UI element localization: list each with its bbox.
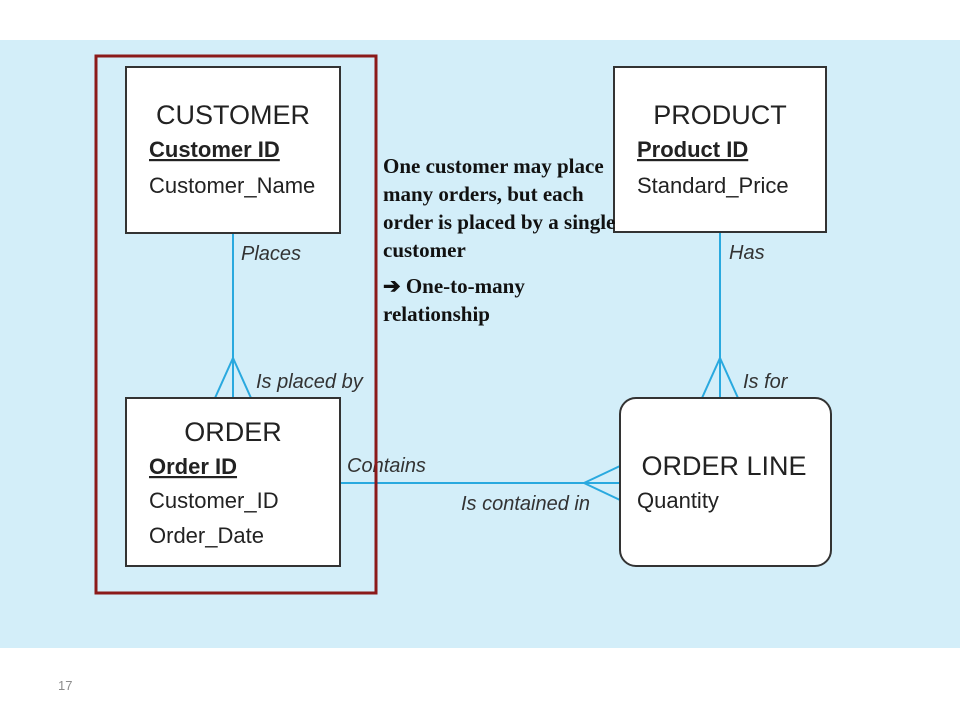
customer-box <box>125 66 341 234</box>
label-is-placed-by: Is placed by <box>256 371 364 393</box>
crowfoot-orderline-left <box>701 357 721 399</box>
customer-attribute: Customer_Name <box>149 173 315 198</box>
label-has: Has <box>729 242 765 264</box>
product-key: Product ID <box>637 137 748 162</box>
order-line-title: ORDER LINE <box>641 451 806 481</box>
connectors <box>214 232 739 501</box>
crowfoot-order-right <box>232 357 252 399</box>
annotation-text: One customer may place many orders, but … <box>383 154 616 262</box>
customer-entity[interactable]: CUSTOMER Customer ID Customer_Name <box>125 66 341 234</box>
order-line-box <box>619 397 832 567</box>
slide-top-band <box>0 0 960 40</box>
product-attribute: Standard_Price <box>637 173 789 198</box>
order-box <box>125 397 341 567</box>
order-title: ORDER <box>184 417 282 447</box>
crowfoot-orderline-right <box>719 357 739 399</box>
page-number: 17 <box>58 678 73 693</box>
label-is-contained-in: Is contained in <box>461 493 590 515</box>
product-entity[interactable]: PRODUCT Product ID Standard_Price <box>613 66 827 233</box>
annotation-conclusion: ➔ One-to-many relationship <box>383 274 525 326</box>
crowfoot-contains-bottom <box>583 482 621 501</box>
crowfoot-contains-top <box>583 465 621 484</box>
label-is-for: Is for <box>743 371 789 393</box>
order-line-entity[interactable]: ORDER LINE Quantity <box>619 397 832 567</box>
order-attribute-customer-id: Customer_ID <box>149 488 279 513</box>
label-contains: Contains <box>347 455 426 477</box>
customer-title: CUSTOMER <box>156 100 310 130</box>
customer-key: Customer ID <box>149 137 280 162</box>
product-box <box>613 66 827 233</box>
label-places: Places <box>241 243 301 265</box>
order-entity[interactable]: ORDER Order ID Customer_ID Order_Date <box>125 397 341 567</box>
product-title: PRODUCT <box>653 100 787 130</box>
annotation: One customer may place many orders, but … <box>383 152 623 336</box>
order-key: Order ID <box>149 454 237 479</box>
crowfoot-order-left <box>214 357 234 399</box>
highlight-frame <box>94 54 378 595</box>
order-attribute-order-date: Order_Date <box>149 523 264 548</box>
order-line-attribute: Quantity <box>637 488 719 513</box>
